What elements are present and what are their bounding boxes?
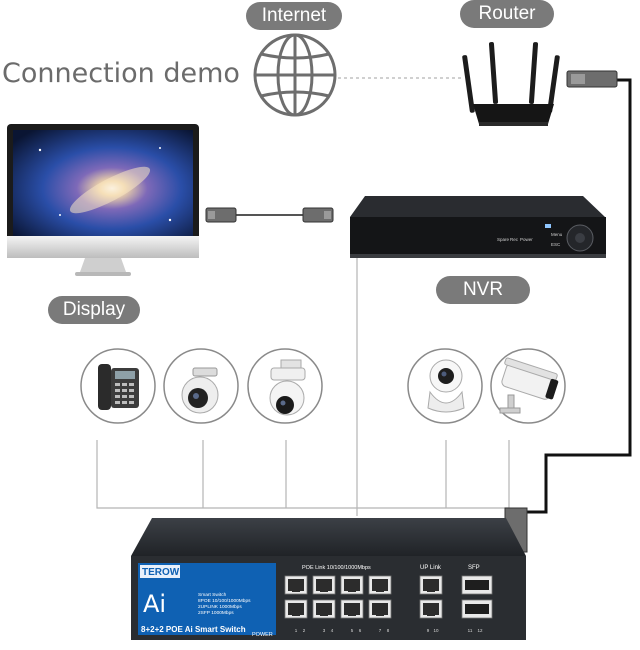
poe-switch-icon: TEROW Ai Smart Switch 8POE 10/100/1000Mb… (131, 518, 526, 640)
router-uplink-cable (504, 70, 632, 553)
ethernet-port (419, 575, 443, 595)
ethernet-port (312, 575, 336, 595)
switch-uplink-header: UP Link (420, 565, 442, 571)
port-number-label: 12 (477, 628, 483, 633)
router-label-pill: Router (460, 0, 554, 28)
port-number-label: 2 (303, 628, 306, 633)
port-number-label: 4 (331, 628, 334, 633)
ethernet-port (368, 599, 392, 619)
indoor-pan-tilt-camera-icon (427, 359, 465, 413)
device-circles (80, 348, 566, 424)
port-number-label: 1 (295, 628, 298, 633)
ethernet-port (340, 575, 364, 595)
nvr-recorder-icon: Spare Rec Power Menu ESC (350, 196, 606, 258)
nvr-label-pill: NVR (436, 276, 530, 304)
port-number-label: 8 (387, 628, 390, 633)
port-number-label: 5 (351, 628, 354, 633)
ethernet-port (284, 575, 308, 595)
switch-spec-2: 8POE 10/100/1000Mbps (198, 598, 251, 604)
switch-spec-1: Smart Switch (198, 592, 227, 598)
ethernet-port (284, 599, 308, 619)
sfp-port (461, 575, 493, 595)
device-bus-line (96, 440, 510, 509)
nvr-front-label-rec: Rec (510, 237, 519, 242)
ip-phone-icon (98, 364, 139, 410)
switch-brand: TEROW (142, 567, 180, 578)
port-number-label: 11 (468, 628, 473, 633)
ethernet-port (419, 599, 443, 619)
port-number-label: 10 (433, 628, 439, 633)
nvr-front-label-power: Power (520, 237, 533, 242)
hdmi-connector-icons (205, 207, 334, 223)
bullet-camera-icon (499, 357, 559, 414)
display-monitor-icon (7, 124, 199, 276)
display-label-pill: Display (48, 296, 140, 324)
port-number-label: 6 (359, 628, 362, 633)
port-number-label: 3 (323, 628, 326, 633)
dome-camera-icon (181, 367, 219, 414)
switch-sfp-header: SFP (468, 565, 480, 571)
nvr-front-label-esc: ESC (551, 242, 561, 247)
switch-spec-4: 2SFP 1000Mbps (198, 610, 234, 616)
globe-icon (253, 33, 337, 117)
switch-model-label: 8+2+2 POE Ai Smart Switch (141, 625, 246, 634)
switch-poe-header: POE Link 10/100/1000Mbps (302, 565, 371, 571)
ethernet-port (340, 599, 364, 619)
nvr-front-label-menu: Menu (551, 232, 563, 237)
internet-label-pill: Internet (246, 2, 342, 30)
switch-spec-3: 2UPLINK 1000Mbps (198, 604, 242, 610)
ethernet-port (312, 599, 336, 619)
ptz-camera-icon (269, 359, 306, 416)
connection-demo-heading: Connection demo (2, 58, 240, 89)
switch-ports (284, 575, 493, 619)
connection-lines (96, 77, 510, 516)
ethernet-port (368, 575, 392, 595)
nvr-front-label-spare: Spare (497, 237, 510, 242)
port-number-label: 9 (427, 628, 430, 633)
router-icon (462, 42, 560, 126)
sfp-port (461, 599, 493, 619)
switch-power-label: POWER (252, 632, 273, 638)
switch-ai-logo: Ai (143, 590, 166, 618)
port-number-label: 7 (379, 628, 382, 633)
